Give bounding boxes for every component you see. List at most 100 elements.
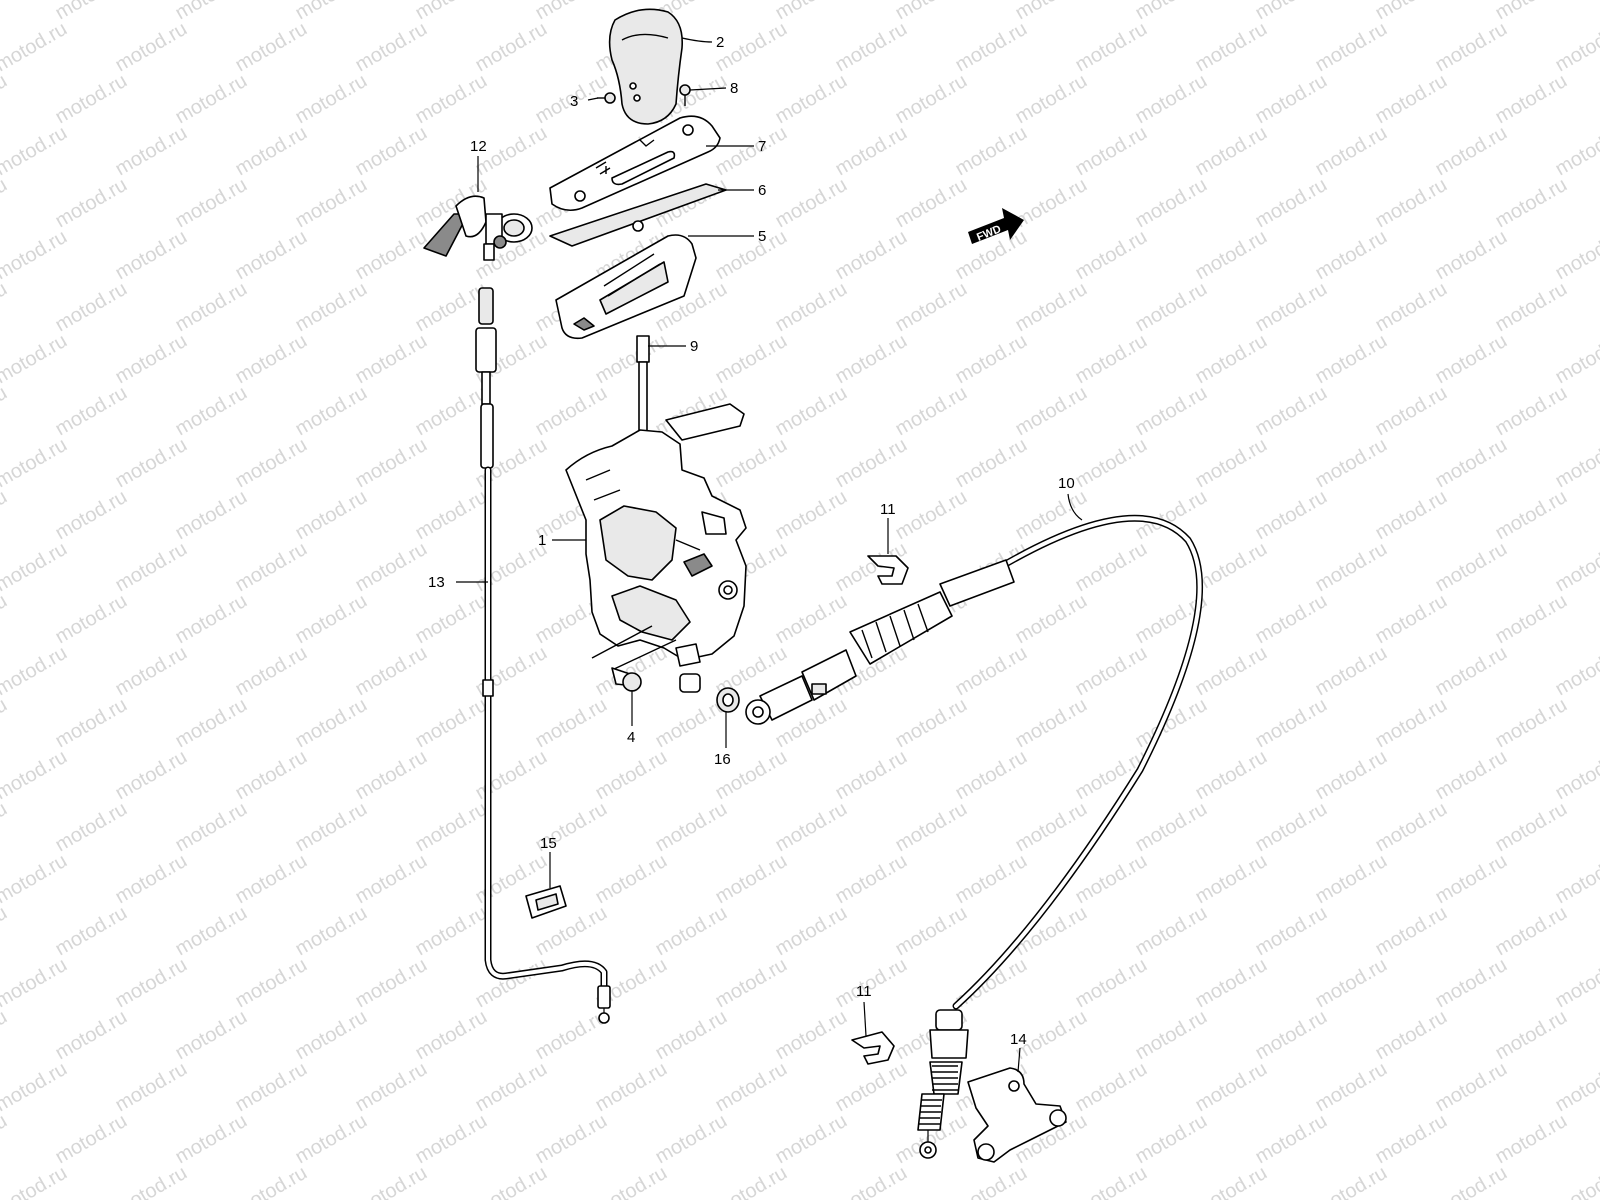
watermark-text: motod.ru bbox=[412, 0, 491, 24]
watermark-text: motod.ru bbox=[112, 18, 191, 77]
watermark-text: motod.ru bbox=[1192, 226, 1271, 285]
watermark-text: motod.ru bbox=[532, 0, 611, 24]
watermark-text: motod.ru bbox=[292, 1006, 371, 1065]
watermark-text: motod.ru bbox=[1192, 18, 1271, 77]
watermark-text: motod.ru bbox=[1252, 1110, 1331, 1169]
watermark-text: motod.ru bbox=[1552, 746, 1600, 805]
watermark-text: motod.ru bbox=[1012, 590, 1091, 649]
watermark-text: motod.ru bbox=[652, 902, 731, 961]
watermark-text: motod.ru bbox=[1552, 226, 1600, 285]
watermark-text: motod.ru bbox=[772, 70, 851, 129]
watermark-text: motod.ru bbox=[232, 1162, 311, 1200]
watermark-text: motod.ru bbox=[112, 538, 191, 597]
watermark-text: motod.ru bbox=[1492, 590, 1571, 649]
watermark-text: motod.ru bbox=[1432, 746, 1511, 805]
part-select-cable-10 bbox=[745, 514, 1204, 1159]
watermark-text: motod.ru bbox=[1372, 694, 1451, 753]
watermark-text: motod.ru bbox=[952, 642, 1031, 701]
part-slide-cover bbox=[555, 234, 697, 340]
watermark-text: motod.ru bbox=[1192, 1162, 1271, 1200]
watermark-text: motod.ru bbox=[1252, 0, 1331, 24]
watermark-text: motod.ru bbox=[112, 226, 191, 285]
watermark-text: motod.ru bbox=[0, 798, 11, 857]
watermark-text: motod.ru bbox=[1072, 1058, 1151, 1117]
watermark-text: motod.ru bbox=[352, 1058, 431, 1117]
watermark-text: motod.ru bbox=[112, 1058, 191, 1117]
watermark-text: motod.ru bbox=[1432, 226, 1511, 285]
watermark-text: motod.ru bbox=[1192, 330, 1271, 389]
watermark-text: motod.ru bbox=[1552, 642, 1600, 701]
watermark-text: motod.ru bbox=[352, 18, 431, 77]
watermark-text: motod.ru bbox=[1312, 434, 1391, 493]
watermark-text: motod.ru bbox=[1012, 694, 1091, 753]
watermark-text: motod.ru bbox=[712, 122, 791, 181]
watermark-text: motod.ru bbox=[172, 174, 251, 233]
watermark-text: motod.ru bbox=[1072, 18, 1151, 77]
watermark-text: motod.ru bbox=[1072, 1162, 1151, 1200]
watermark-text: motod.ru bbox=[0, 486, 11, 545]
watermark-text: motod.ru bbox=[172, 694, 251, 753]
watermark-text: motod.ru bbox=[292, 590, 371, 649]
watermark-text: motod.ru bbox=[712, 954, 791, 1013]
watermark-text: motod.ru bbox=[1492, 798, 1571, 857]
watermark-text: motod.ru bbox=[0, 850, 71, 909]
watermark-text: motod.ru bbox=[652, 798, 731, 857]
callout-numbers: 2 3 8 7 6 5 9 12 1 13 4 16 10 11 15 11 1… bbox=[428, 34, 1075, 1048]
watermark-text: motod.ru bbox=[232, 746, 311, 805]
watermark-text: motod.ru bbox=[1432, 330, 1511, 389]
watermark-text: motod.ru bbox=[1312, 746, 1391, 805]
watermark-text: motod.ru bbox=[412, 590, 491, 649]
watermark-text: motod.ru bbox=[232, 850, 311, 909]
watermark-text: motod.ru bbox=[0, 1058, 71, 1117]
watermark-text: motod.ru bbox=[532, 1110, 611, 1169]
watermark-text: motod.ru bbox=[1372, 798, 1451, 857]
watermark-text: motod.ru bbox=[1492, 486, 1571, 545]
watermark-text: motod.ru bbox=[1012, 174, 1091, 233]
watermark-text: motod.ru bbox=[112, 434, 191, 493]
watermark-text: motod.ru bbox=[0, 1110, 11, 1169]
watermark-text: motod.ru bbox=[1312, 122, 1391, 181]
watermark-text: motod.ru bbox=[532, 694, 611, 753]
watermark-text: motod.ru bbox=[0, 642, 71, 701]
watermark-text: motod.ru bbox=[1072, 538, 1151, 597]
watermark-text: motod.ru bbox=[232, 642, 311, 701]
watermark-text: motod.ru bbox=[0, 122, 71, 181]
watermark-text: motod.ru bbox=[1072, 226, 1151, 285]
watermark-text: motod.ru bbox=[1192, 954, 1271, 1013]
watermark-text: motod.ru bbox=[412, 1110, 491, 1169]
callout-leaders bbox=[456, 37, 1083, 1073]
watermark-text: motod.ru bbox=[1252, 278, 1331, 337]
watermark-text: motod.ru bbox=[712, 434, 791, 493]
watermark-text: motod.ru bbox=[1252, 70, 1331, 129]
watermark-text: motod.ru bbox=[52, 1006, 131, 1065]
watermark-text: motod.ru bbox=[1132, 382, 1211, 441]
watermark-text: motod.ru bbox=[1252, 1006, 1331, 1065]
watermark-text: motod.ru bbox=[1192, 1058, 1271, 1117]
watermark-text: motod.ru bbox=[172, 1006, 251, 1065]
watermark-text: motod.ru bbox=[0, 590, 11, 649]
watermark-text: motod.ru bbox=[472, 1058, 551, 1117]
watermark-text: motod.ru bbox=[1432, 122, 1511, 181]
watermark-text: motod.ru bbox=[232, 434, 311, 493]
callout-13: 12 bbox=[470, 138, 487, 155]
watermark-text: motod.ru bbox=[1192, 850, 1271, 909]
watermark-text: motod.ru bbox=[52, 902, 131, 961]
watermark-text: motod.ru bbox=[1192, 642, 1271, 701]
watermark-text: motod.ru bbox=[1252, 590, 1331, 649]
watermark-text: motod.ru bbox=[292, 174, 371, 233]
watermark-text: motod.ru bbox=[1312, 954, 1391, 1013]
watermark-text: motod.ru bbox=[1132, 486, 1211, 545]
watermark-text: motod.ru bbox=[1432, 538, 1511, 597]
watermark-text: motod.ru bbox=[1132, 70, 1211, 129]
watermark-text: motod.ru bbox=[892, 70, 971, 129]
watermark-text: motod.ru bbox=[1252, 486, 1331, 545]
watermark-text: motod.ru bbox=[892, 486, 971, 545]
watermark-text: motod.ru bbox=[1132, 798, 1211, 857]
watermark-text: motod.ru bbox=[172, 70, 251, 129]
part-shift-lever-assembly bbox=[565, 403, 747, 693]
watermark-text: motod.ru bbox=[832, 434, 911, 493]
watermark-text: motod.ru bbox=[1312, 850, 1391, 909]
watermark-text: motod.ru bbox=[1432, 18, 1511, 77]
watermark-text: motod.ru bbox=[172, 278, 251, 337]
watermark-text: motod.ru bbox=[532, 1006, 611, 1065]
